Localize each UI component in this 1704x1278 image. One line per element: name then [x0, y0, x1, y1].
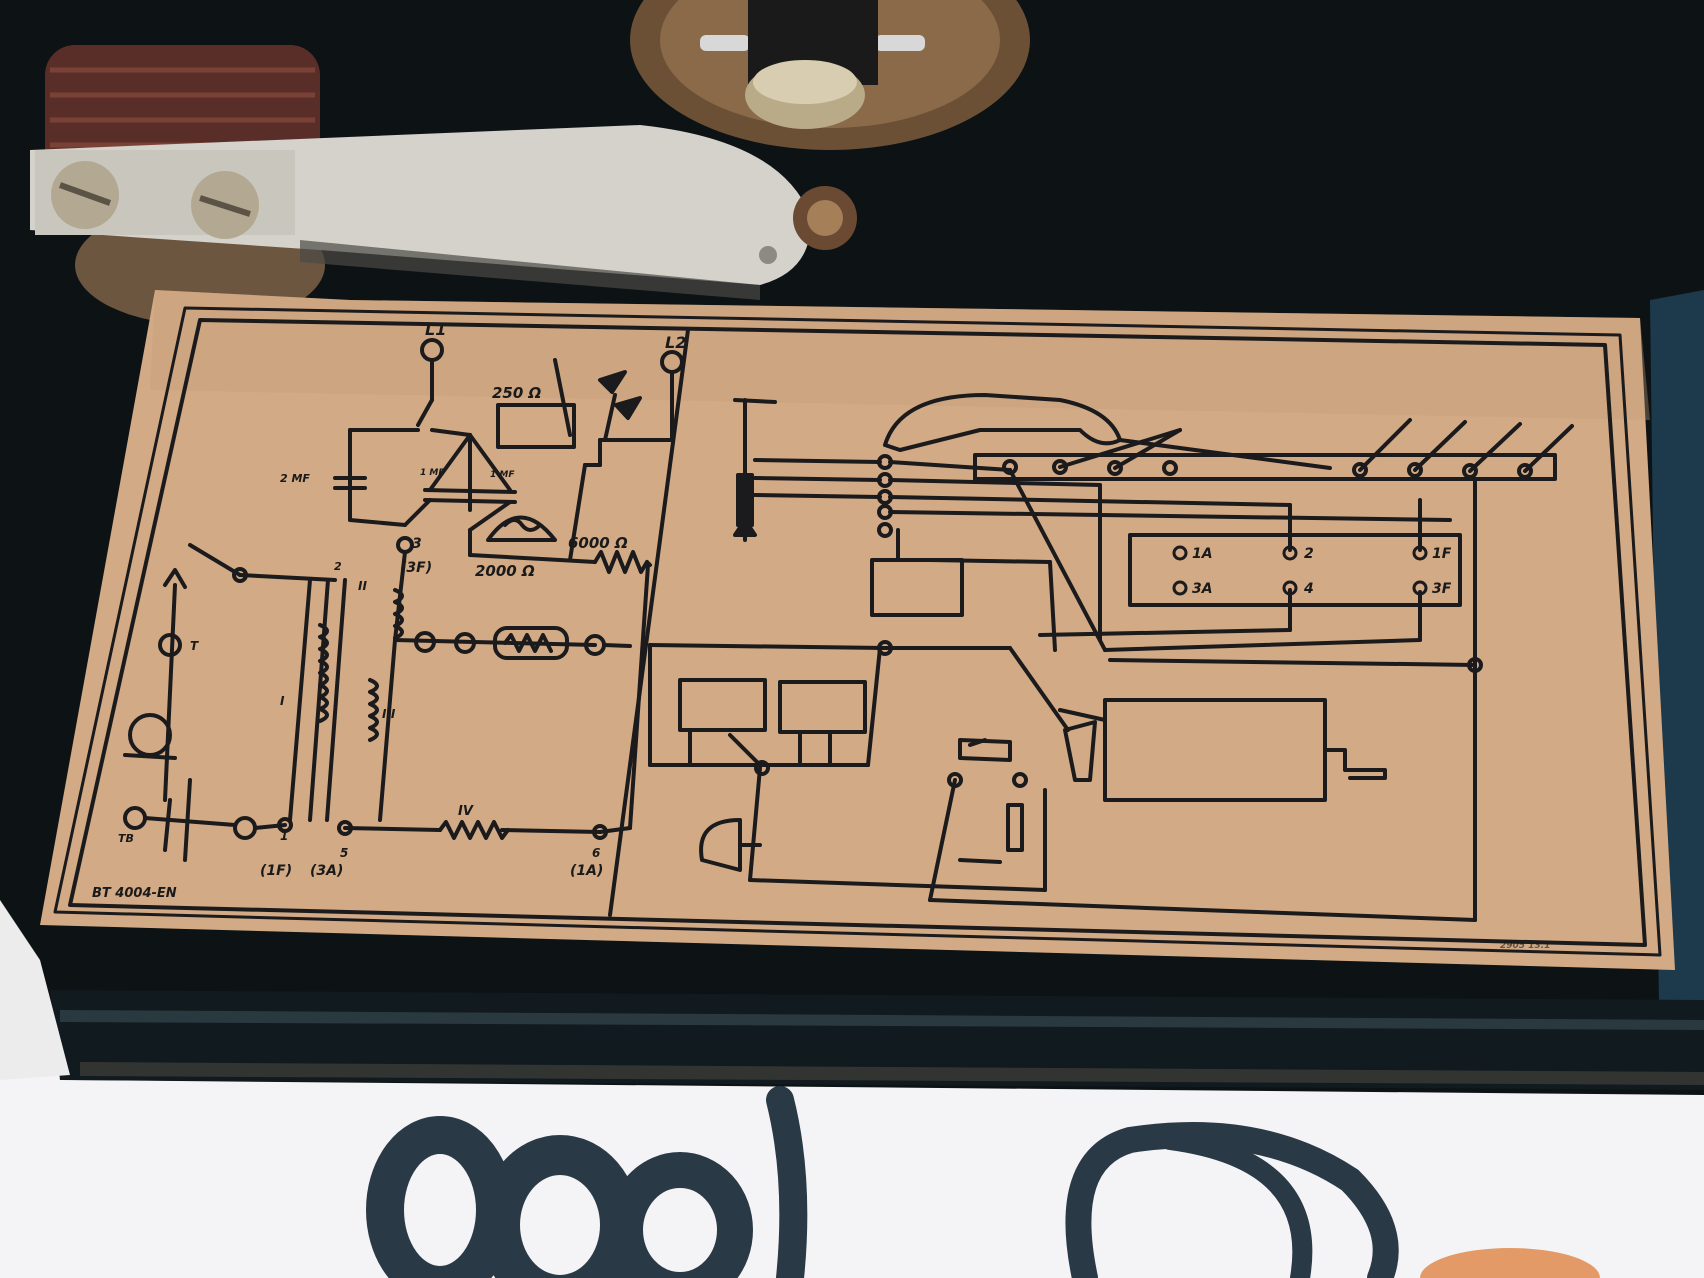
label-1mf-a: 1 MF [420, 468, 445, 478]
label-terminal-5: 5 [340, 846, 348, 860]
label-terminal-2: 2 [334, 560, 342, 573]
coiled-cord [366, 1086, 1399, 1278]
terminal-3a [1172, 580, 1188, 596]
label-t: T [190, 639, 199, 653]
label-6000-ohm: 6000 Ω [568, 534, 628, 552]
label-250-ohm: 250 Ω [492, 384, 542, 402]
dial-pin-right [875, 35, 925, 51]
label-tb: TB [118, 832, 134, 845]
left-labels: L1 L2 250 Ω 2 MF 1 MF 1 MF 2000 Ω 6000 Ω… [92, 320, 686, 901]
outer-border [53, 306, 1662, 957]
right-labels: 1A 2 1F 3A 4 3F 2905 13.1 [1172, 545, 1550, 951]
label-terminal-2-right: 2 [1304, 546, 1314, 562]
terminal-4 [1282, 580, 1298, 596]
orange-blob [1420, 1248, 1600, 1278]
label-terminal-3: 3 [412, 536, 422, 552]
label-winding-4: IV [458, 804, 474, 819]
label-2mf: 2 MF [280, 472, 310, 485]
knob-top [753, 60, 857, 104]
panel-divider [608, 328, 690, 917]
label-terminal-3a-right: 3A [1192, 581, 1213, 597]
right-schematic [648, 393, 1574, 922]
print-code: 2905 13.1 [1500, 941, 1550, 951]
label-terminal-6: 6 [592, 846, 600, 860]
label-l1: L1 [425, 320, 446, 339]
dial-pin-left [700, 35, 750, 51]
label-model-number: BT 4004-EN [92, 886, 177, 901]
label-winding-3: III [382, 707, 396, 721]
case-lip-highlight [60, 1010, 1704, 1030]
inner-border [68, 318, 1647, 947]
left-schematic [123, 338, 684, 862]
label-terminal-1a: (1A) [570, 863, 603, 879]
label-terminal-4-right: 4 [1303, 581, 1314, 597]
screw-slot-right [199, 195, 251, 217]
label-terminal-1a-right: 1A [1192, 546, 1213, 562]
label-1mf-b: 1 MF [490, 470, 515, 480]
lever-shadow [300, 240, 760, 300]
terminal-1f [1412, 545, 1428, 561]
terminal-2 [1282, 545, 1298, 561]
label-terminal-1f: (1F) [260, 863, 292, 879]
label-winding-2: II [358, 579, 367, 593]
paper-shade [150, 290, 1650, 420]
wiring-diagram: L1 L2 250 Ω 2 MF 1 MF 1 MF 2000 Ω 6000 Ω… [40, 290, 1675, 970]
lever-pivot-nut [807, 200, 843, 236]
label-terminal-1: 1 [280, 829, 288, 843]
terminal-1a [1172, 545, 1188, 561]
label-terminal-3f: (3F) [400, 560, 432, 576]
label-winding-1: I [280, 694, 285, 708]
label-terminal-3a: (3A) [310, 863, 343, 879]
case-lip-dust [80, 1062, 1704, 1085]
label-l2: L2 [665, 333, 686, 352]
terminal-3f [1412, 580, 1428, 596]
screw-slot-left [58, 182, 112, 206]
white-card-edge [0, 900, 70, 1080]
label-terminal-1f-right: 1F [1432, 546, 1452, 562]
lever-hole [759, 246, 777, 264]
label-terminal-3f-right: 3F [1432, 581, 1452, 597]
label-2000-ohm: 2000 Ω [475, 562, 535, 580]
